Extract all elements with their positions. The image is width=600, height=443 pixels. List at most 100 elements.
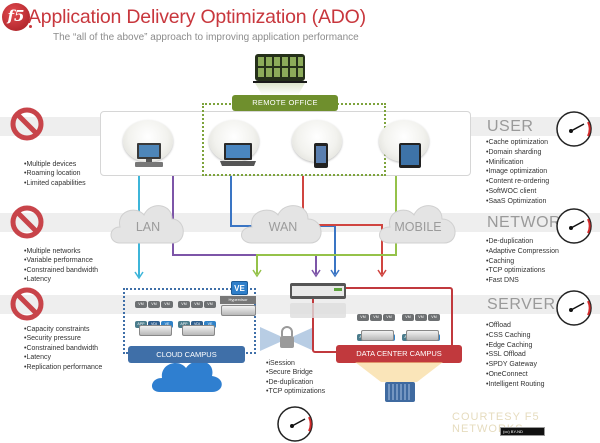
network-solutions-list: •De-duplication •Adaptive Compression •C… [486, 237, 559, 286]
page-subtitle: The “all of the above” approach to impro… [53, 32, 359, 43]
vm-chip: VM [135, 301, 147, 308]
server-solutions-list: •Offload •CSS Caching •Edge Caching •SSL… [486, 321, 545, 390]
page-title: Application Delivery Optimization (ADO) [28, 6, 366, 28]
solution-item: •TCP optimizations [486, 267, 546, 275]
remote-office-label: REMOTE OFFICE [232, 95, 338, 111]
smartphone-icon [314, 143, 328, 168]
issue-item: •Constrained bandwidth [24, 266, 99, 274]
solution-item: •Edge Caching [486, 341, 533, 349]
vm-chip: VM [204, 301, 216, 308]
speedometer-icon [556, 290, 592, 326]
issue-item: •Latency [24, 354, 51, 362]
feature-item: •TCP optimizations [266, 388, 326, 396]
vm-chip: VM [178, 301, 190, 308]
solution-item: •SoftWOC client [486, 187, 537, 195]
issue-item: •Capacity constraints [24, 326, 90, 333]
solution-item: •OneConnect [486, 370, 528, 378]
solution-item: •Offload [486, 322, 511, 329]
data-center-label: DATA CENTER CAMPUS [336, 345, 462, 363]
mobile-cloud-label: MOBILE [394, 220, 442, 234]
feature-item: •De-duplication [266, 378, 314, 386]
hypervisor-label: Hypervisor [220, 296, 256, 304]
lan-cloud-label: LAN [135, 220, 161, 234]
vdi-chip: VDI [148, 321, 160, 328]
server-icon [361, 330, 394, 341]
no-entry-icon [10, 287, 44, 321]
solution-item: •Domain sharding [486, 148, 542, 156]
tablet-icon [399, 143, 421, 168]
speedometer-icon [556, 208, 592, 244]
ve-chip: VE [204, 321, 216, 328]
desktop-computer-icon [135, 143, 163, 167]
server-icon [406, 330, 439, 341]
mobile-cloud-icon [379, 205, 456, 244]
server-layer-label: SERVER [487, 296, 556, 313]
no-entry-icon [10, 205, 44, 239]
app-chip: APP [135, 321, 147, 328]
office-building-icon [253, 54, 307, 95]
solution-item: •SaaS Optimization [486, 197, 547, 205]
vdi-chip: VDI [191, 321, 203, 328]
feature-item: •iSession [266, 360, 295, 367]
solution-item: •Cache optimization [486, 139, 548, 146]
hypervisor-server-icon [221, 305, 256, 316]
issue-item: •Multiple networks [24, 248, 81, 255]
no-entry-icon [10, 107, 44, 141]
app-chip: APP [178, 321, 190, 328]
solution-item: •SSL Offload [486, 351, 526, 359]
tunnel-features-list: •iSession •Secure Bridge •De-duplication… [266, 359, 325, 397]
lan-cloud-icon [110, 205, 184, 244]
cc-license-badge: (cc) BY-ND [500, 427, 545, 436]
storage-array-icon [355, 362, 443, 402]
issue-item: •Security pressure [24, 335, 81, 343]
solution-item: •SPDY Gateway [486, 361, 537, 369]
user-issues-list: •Multiple devices •Roaming location •Lim… [24, 160, 86, 188]
red-flow-line [302, 176, 383, 274]
feature-item: •Secure Bridge [266, 369, 313, 377]
adc-appliance-icon [290, 283, 346, 318]
purple-flow-line [172, 176, 317, 274]
issue-item: •Multiple devices [24, 161, 77, 168]
vm-chip: VM [402, 314, 414, 321]
solution-item: •De-duplication [486, 238, 534, 245]
issue-item: •Limited capabilities [24, 179, 86, 187]
cloud-campus-label: CLOUD CAMPUS [128, 346, 245, 363]
server-issues-list: •Capacity constraints •Security pressure… [24, 325, 102, 372]
solution-item: •Intelligent Routing [486, 380, 545, 388]
server-icon [182, 325, 215, 336]
issue-item: •Roaming location [24, 170, 81, 178]
vm-chip: VM [148, 301, 160, 308]
ve-chip: VE [161, 321, 173, 328]
vm-chip: VM [161, 301, 173, 308]
user-layer-label: USER [487, 118, 534, 135]
issue-item: •Latency [24, 276, 51, 284]
network-issues-list: •Multiple networks •Variable performance… [24, 247, 98, 285]
solution-item: •Minification [486, 158, 524, 166]
logo-dot [29, 25, 32, 28]
speedometer-icon [556, 111, 592, 147]
issue-item: •Constrained bandwidth [24, 344, 99, 352]
wan-cloud-label: WAN [268, 220, 298, 234]
vm-chip: VM [191, 301, 203, 308]
laptop-icon [220, 143, 256, 166]
vm-chip: VM [415, 314, 427, 321]
solution-item: •Fast DNS [486, 277, 519, 285]
issue-item: •Variable performance [24, 257, 93, 265]
cloud-icon [151, 361, 222, 392]
secure-tunnel-icon [260, 326, 314, 351]
wan-cloud-icon [241, 205, 322, 244]
speedometer-icon [277, 406, 313, 442]
ve-badge: VE [231, 281, 248, 295]
vm-chip: VM [428, 314, 440, 321]
user-solutions-list: •Cache optimization •Domain sharding •Mi… [486, 138, 549, 207]
vm-chip: VM [357, 314, 369, 321]
f5-logo: f5 [2, 3, 30, 31]
network-layer-label: NETWORK [487, 214, 573, 231]
solution-item: •Adaptive Compression [486, 247, 559, 255]
solution-item: •Content re-ordering [486, 178, 550, 186]
vm-chip: VM [370, 314, 382, 321]
solution-item: •Image optimization [486, 168, 548, 176]
vm-chip: VM [383, 314, 395, 321]
